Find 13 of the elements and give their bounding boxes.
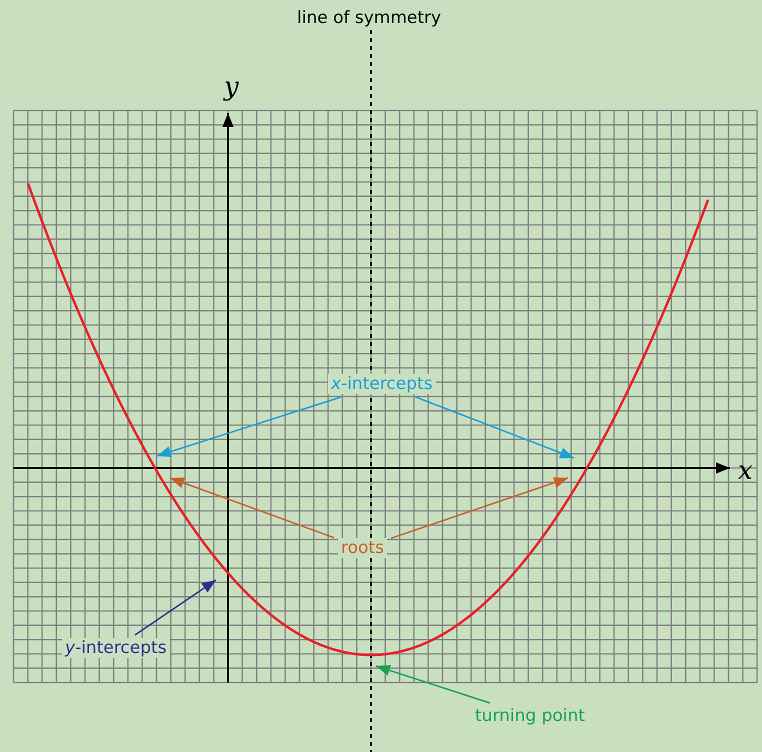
turning-point-label: turning point bbox=[472, 706, 588, 726]
roots-label: roots bbox=[338, 538, 387, 558]
arrow bbox=[390, 477, 568, 539]
x-intercepts-label: x-intercepts bbox=[328, 374, 436, 394]
arrow bbox=[134, 579, 216, 636]
arrow bbox=[156, 396, 342, 458]
axis-label: x bbox=[738, 456, 753, 486]
symmetry-line-label: line of symmetry bbox=[297, 8, 442, 28]
arrow bbox=[170, 477, 334, 538]
arrow bbox=[415, 396, 574, 459]
arrow bbox=[376, 665, 490, 704]
y-intercepts-label: y-intercepts bbox=[62, 638, 170, 658]
axis-label: y bbox=[224, 72, 239, 102]
